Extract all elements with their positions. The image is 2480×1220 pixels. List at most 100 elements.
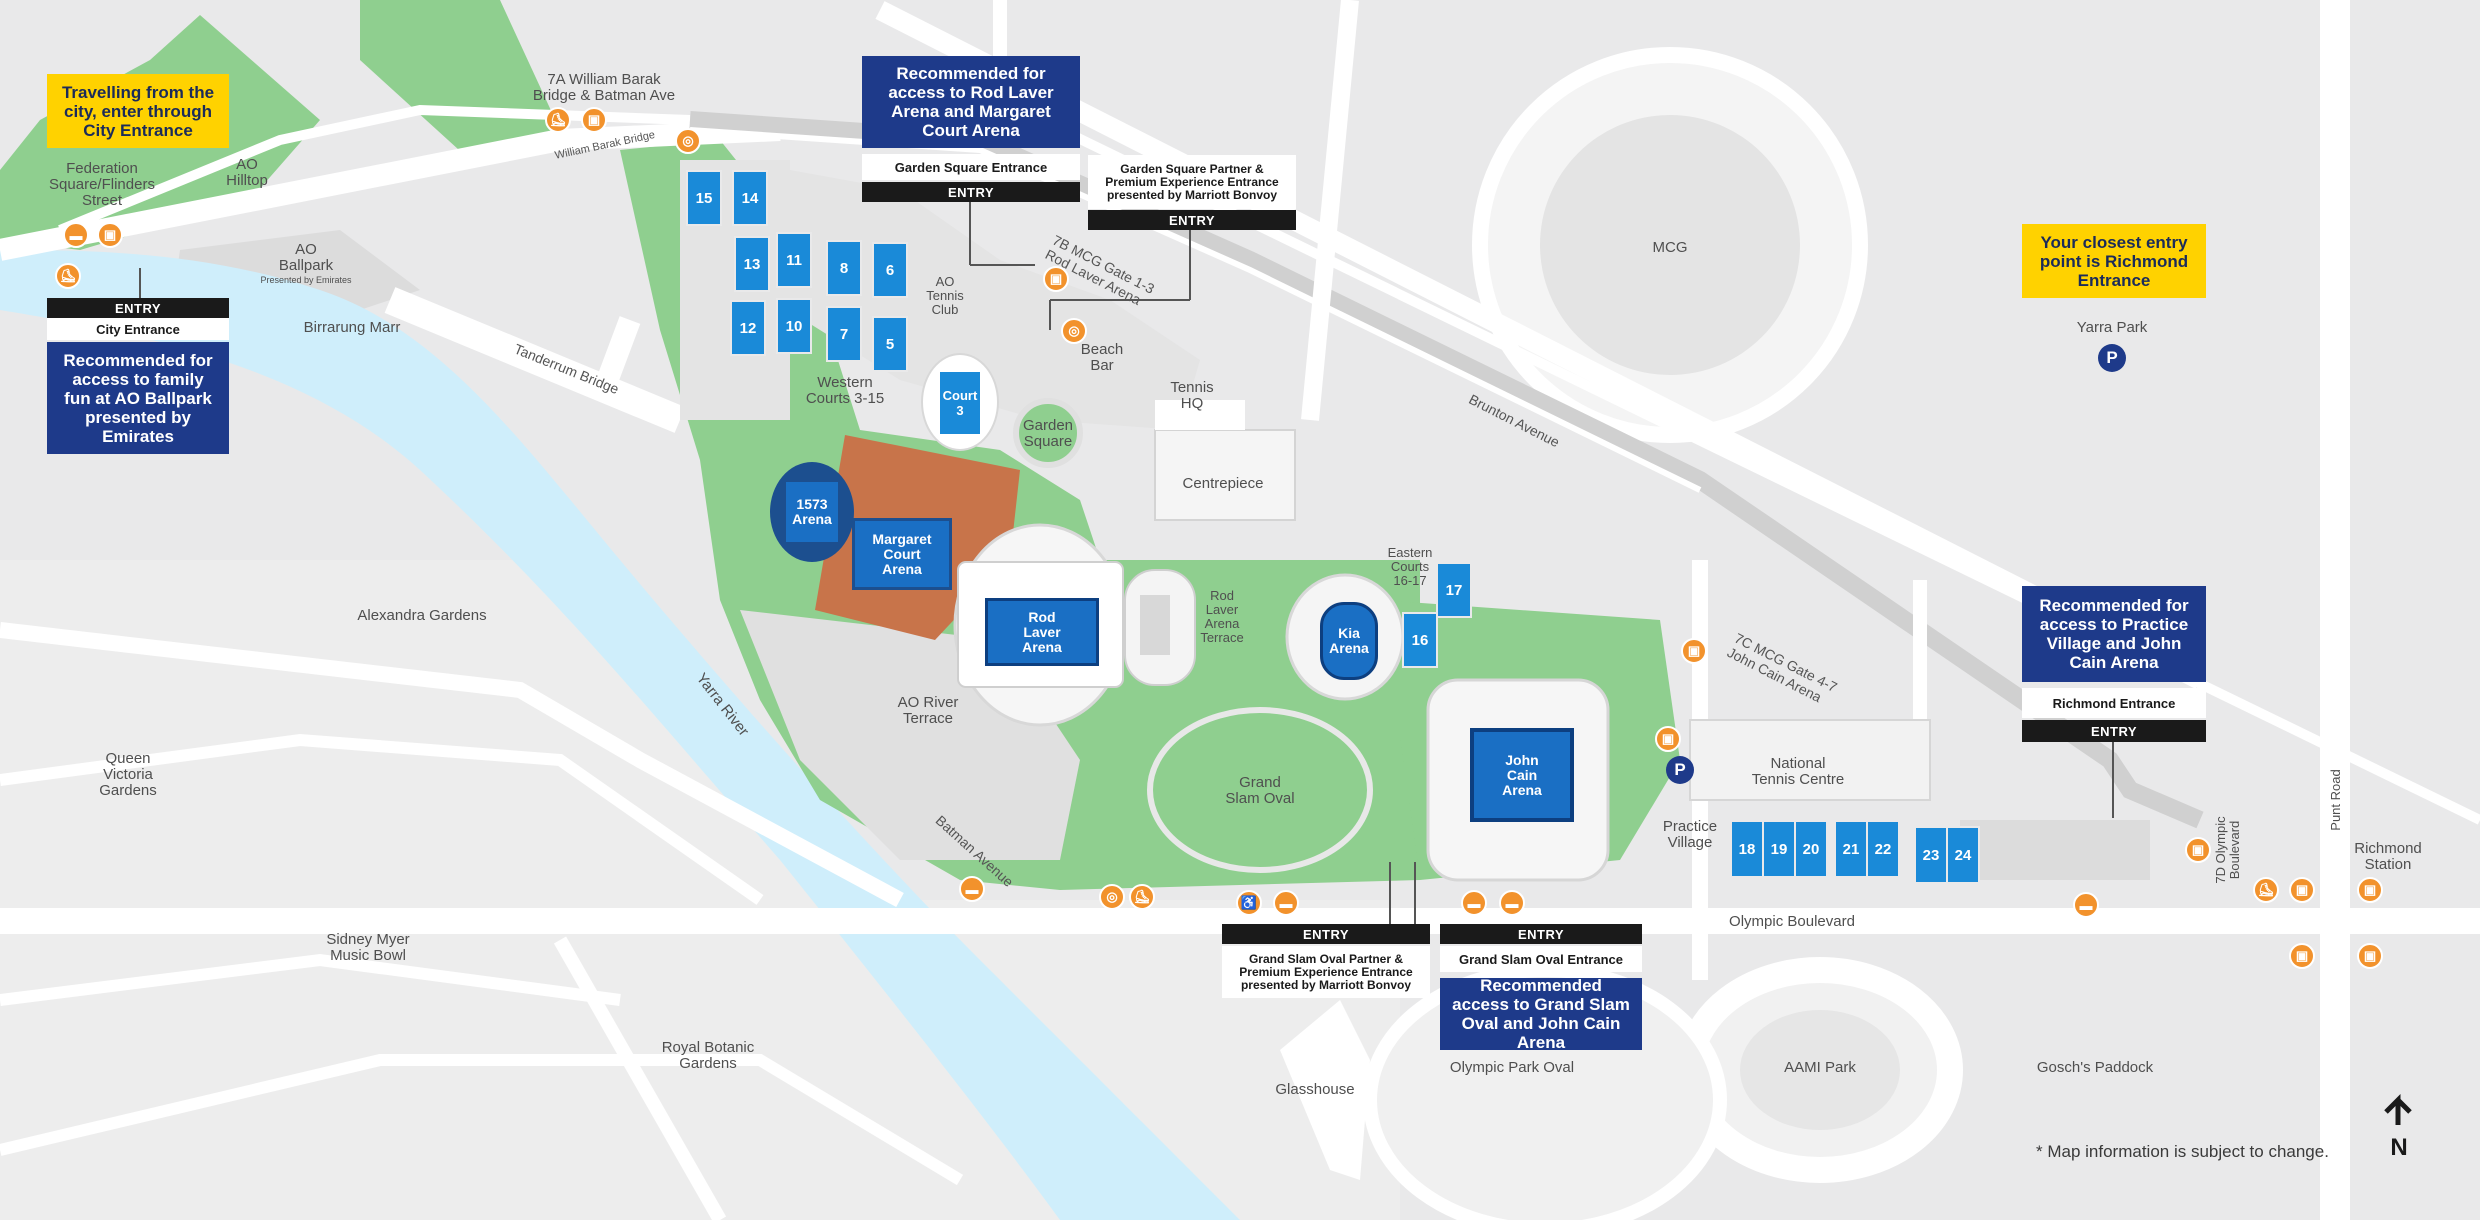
label-federation-square: Federation Square/Flinders Street <box>49 160 155 209</box>
street-olympic-boulevard-vertical: 7D Olympic Boulevard <box>2213 816 2242 884</box>
label-ao-hilltop: AO Hilltop <box>226 156 268 189</box>
label-yarra-park: Yarra Park <box>2076 319 2148 336</box>
tram-icon: ▣ <box>581 107 607 133</box>
entry-bar-gso: ENTRY <box>1440 924 1642 944</box>
label-queen-victoria-gardens: Queen Victoria Gardens <box>99 750 157 799</box>
label-royal-botanic: Royal Botanic Gardens <box>661 1039 755 1072</box>
label-centrepiece: Centrepiece <box>1182 475 1264 492</box>
tram-icon: ▣ <box>2357 877 2383 903</box>
scooter-icon: ⛸ <box>1129 884 1155 910</box>
street-olympic-boulevard: Olympic Boulevard <box>1729 913 1855 930</box>
label-western-courts: Western Courts 3-15 <box>805 374 885 407</box>
arena-court-3[interactable]: Court 3 <box>940 372 980 434</box>
entry-garden-square-partner[interactable]: Garden Square Partner & Premium Experien… <box>1088 155 1296 209</box>
map-disclaimer: * Map information is subject to change. <box>2036 1142 2329 1161</box>
accessible-icon: ♿ <box>1236 890 1262 916</box>
callout-gso-access: Recommended access to Grand Slam Oval an… <box>1440 976 1642 1052</box>
taxi-icon: ▬ <box>1499 890 1525 916</box>
label-tennis-hq: Tennis HQ <box>1170 379 1214 412</box>
entry-bar-richmond: ENTRY <box>2022 720 2206 742</box>
label-national-tennis-centre: National Tennis Centre <box>1751 755 1845 788</box>
label-aami-park: AAMI Park <box>1784 1059 1856 1076</box>
label-grand-slam-oval: Grand Slam Oval <box>1225 774 1295 807</box>
tram-icon: ▣ <box>1655 726 1681 752</box>
parking-icon-ntc: P <box>1666 756 1694 784</box>
tram-icon: ▣ <box>2289 877 2315 903</box>
arena-margaret-court[interactable]: Margaret Court Arena <box>852 518 952 590</box>
tram-icon: ▣ <box>1043 266 1069 292</box>
scooter-icon: ⛸ <box>2253 877 2279 903</box>
entry-gso-partner[interactable]: Grand Slam Oval Partner & Premium Experi… <box>1222 946 1430 998</box>
court-10[interactable]: 10 <box>776 298 812 354</box>
court-17[interactable]: 17 <box>1436 562 1472 618</box>
label-ao-tennis-club: AO Tennis Club <box>926 274 964 317</box>
label-birrarung-marr: Birrarung Marr <box>303 319 401 336</box>
entry-gso[interactable]: Grand Slam Oval Entrance <box>1440 946 1642 972</box>
court-5[interactable]: 5 <box>872 316 908 372</box>
entry-bar-garden-partner: ENTRY <box>1088 210 1296 230</box>
court-7[interactable]: 7 <box>826 306 862 362</box>
court-13[interactable]: 13 <box>734 236 770 292</box>
taxi-icon: ▬ <box>1273 890 1299 916</box>
court-15[interactable]: 15 <box>686 170 722 226</box>
callout-richmond-access: Recommended for access to Practice Villa… <box>2022 586 2206 682</box>
callout-city-travel: Travelling from the city, enter through … <box>47 74 229 148</box>
label-goschs-paddock: Gosch's Paddock <box>2036 1059 2154 1076</box>
court-20[interactable]: 20 <box>1794 820 1828 878</box>
bike-icon: ◎ <box>675 128 701 154</box>
court-12[interactable]: 12 <box>730 300 766 356</box>
north-indicator: N <box>2390 1134 2408 1161</box>
court-24[interactable]: 24 <box>1946 826 1980 884</box>
court-19[interactable]: 19 <box>1762 820 1796 878</box>
arena-rod-laver[interactable]: Rod Laver Arena <box>985 598 1099 666</box>
court-8[interactable]: 8 <box>826 240 862 296</box>
label-mcg: MCG <box>1652 239 1688 256</box>
court-18[interactable]: 18 <box>1730 820 1764 878</box>
callout-ao-ballpark: Recommended for access to family fun at … <box>47 342 229 454</box>
arena-kia[interactable]: Kia Arena <box>1320 602 1378 680</box>
callout-garden-square: Recommended for access to Rod Laver Aren… <box>862 56 1080 148</box>
tram-icon: ▣ <box>1681 638 1707 664</box>
label-ao-river-terrace: AO River Terrace <box>897 694 959 727</box>
court-11[interactable]: 11 <box>776 232 812 288</box>
entry-richmond[interactable]: Richmond Entrance <box>2022 688 2206 718</box>
court-22[interactable]: 22 <box>1866 820 1900 878</box>
label-olympic-park-oval: Olympic Park Oval <box>1449 1059 1575 1076</box>
taxi-icon: ▬ <box>2073 892 2099 918</box>
taxi-icon: ▬ <box>63 222 89 248</box>
court-23[interactable]: 23 <box>1914 826 1948 884</box>
court-16[interactable]: 16 <box>1402 612 1438 668</box>
callout-richmond-closest: Your closest entry point is Richmond Ent… <box>2022 224 2206 298</box>
taxi-icon: ▬ <box>959 876 985 902</box>
label-eastern-courts: Eastern Courts 16-17 <box>1387 545 1433 588</box>
bike-icon: ◎ <box>1099 884 1125 910</box>
taxi-icon: ▬ <box>1461 890 1487 916</box>
street-punt-road: Punt Road <box>2328 769 2343 831</box>
scooter-icon: ⛸ <box>545 107 571 133</box>
label-sidney-myer: Sidney Myer Music Bowl <box>326 931 410 964</box>
label-ao-ballpark: AO Ballpark <box>278 241 334 274</box>
label-william-barak-top: 7A William Barak Bridge & Batman Ave <box>532 71 676 104</box>
label-ballpark-sub: Presented by Emirates <box>260 275 352 285</box>
tram-icon: ▣ <box>2185 837 2211 863</box>
label-beach-bar: Beach Bar <box>1080 341 1124 374</box>
label-practice-village: Practice Village <box>1662 818 1718 851</box>
entry-garden-square[interactable]: Garden Square Entrance <box>862 154 1080 180</box>
entry-bar-city: ENTRY <box>47 298 229 318</box>
entry-bar-garden-square: ENTRY <box>862 182 1080 202</box>
label-glasshouse: Glasshouse <box>1275 1081 1355 1098</box>
entry-bar-gso-partner: ENTRY <box>1222 924 1430 944</box>
arena-1573[interactable]: 1573 Arena <box>786 482 838 542</box>
tram-icon: ▣ <box>97 222 123 248</box>
label-richmond-station: Richmond Station <box>2354 840 2422 873</box>
court-6[interactable]: 6 <box>872 242 908 298</box>
scooter-icon: ⛸ <box>55 263 81 289</box>
bike-icon: ◎ <box>1061 318 1087 344</box>
entry-city-entrance[interactable]: City Entrance <box>47 318 229 340</box>
tram-icon: ▣ <box>2357 943 2383 969</box>
parking-icon-yarra-park: P <box>2098 344 2126 372</box>
court-21[interactable]: 21 <box>1834 820 1868 878</box>
arena-john-cain[interactable]: John Cain Arena <box>1470 728 1574 822</box>
court-14[interactable]: 14 <box>732 170 768 226</box>
